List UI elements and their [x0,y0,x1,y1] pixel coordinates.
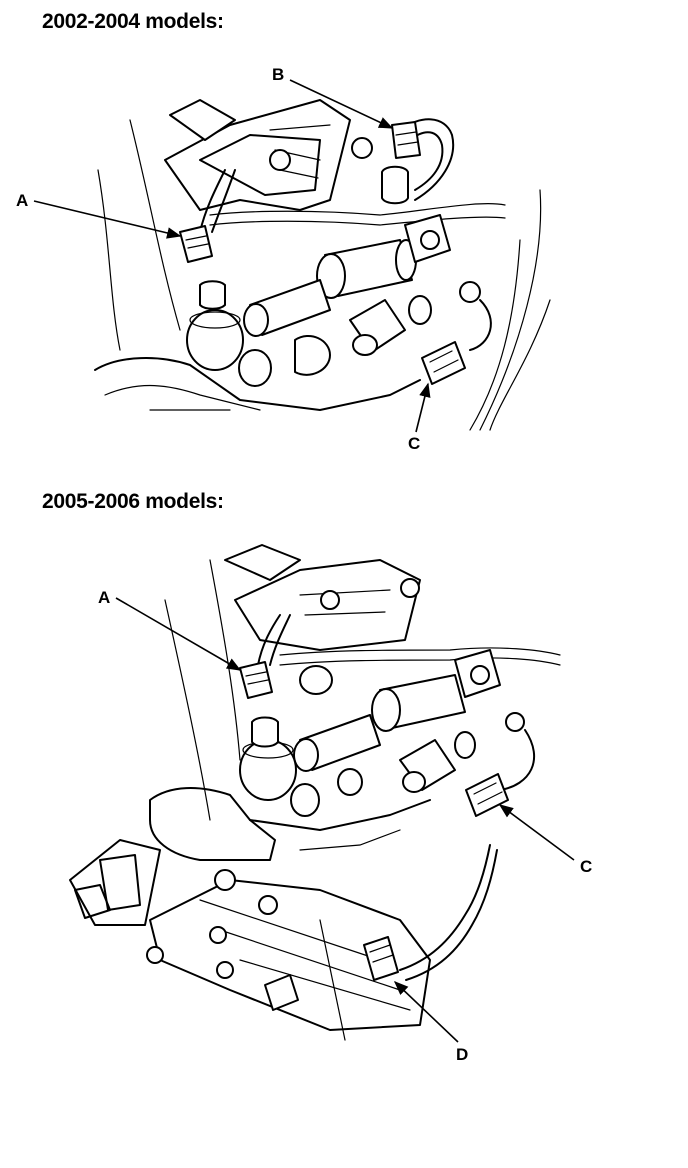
section-heading-2002-2004: 2002-2004 models: [42,10,224,33]
callout-label-c: C [580,857,592,876]
callout-a-top: A [16,191,182,239]
callout-a-bottom: A [98,588,242,671]
section-heading-2005-2006: 2005-2006 models: [42,490,224,513]
callout-d-bottom: D [393,981,468,1064]
callout-arrow-d [393,981,459,1043]
engine-illustration-2002-2004 [94,99,551,431]
callout-c-bottom: C [498,804,592,876]
callout-b-top: B [272,65,394,129]
callout-label-a: A [16,191,28,210]
callout-arrow-c [415,382,431,433]
callout-arrow-a [115,597,242,671]
callout-arrow-a [33,200,182,239]
callout-label-a: A [98,588,110,607]
engine-illustration-2005-2006 [69,544,561,1041]
callout-arrow-c [498,804,575,861]
callout-label-d: D [456,1045,468,1064]
callout-arrow-b [289,79,394,129]
callout-label-c: C [408,434,420,453]
callout-c-top: C [408,382,431,453]
callout-label-b: B [272,65,284,84]
